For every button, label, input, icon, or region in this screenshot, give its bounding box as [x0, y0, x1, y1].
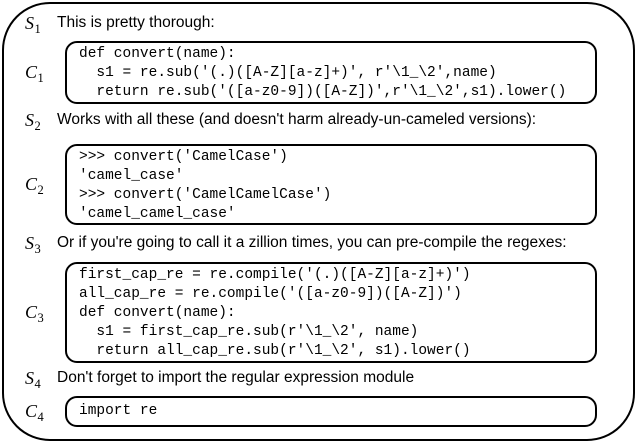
code-3-text: first_cap_re = re.compile('(.)([A-Z][a-z…	[79, 267, 471, 359]
statement-2-label-subscript: 2	[34, 119, 41, 133]
code-4-label: C4	[25, 401, 44, 424]
statement-3-label-subscript: 3	[34, 242, 41, 256]
code-3-label: C3	[25, 302, 44, 325]
code-4-block: import re	[65, 396, 597, 427]
statement-2-text: Works with all these (and doesn't harm a…	[57, 111, 537, 128]
statement-4-label-letter: S	[25, 368, 34, 388]
statement-2-label: S2	[25, 110, 41, 133]
code-1-block: def convert(name): s1 = re.sub('(.)([A-Z…	[65, 41, 597, 104]
statement-1-label: S1	[25, 13, 41, 36]
code-2-label-letter: C	[25, 174, 38, 194]
code-1-label-letter: C	[25, 62, 38, 82]
statement-1-label-subscript: 1	[34, 22, 41, 36]
statement-4-label: S4	[25, 368, 41, 391]
code-4-text: import re	[79, 403, 158, 419]
code-2-label-subscript: 2	[37, 183, 44, 197]
statement-4-text: Don't forget to import the regular expre…	[57, 369, 415, 386]
code-2-text: >>> convert('CamelCase') 'camel_case' >>…	[79, 149, 332, 222]
code-1-text: def convert(name): s1 = re.sub('(.)([A-Z…	[79, 46, 567, 100]
code-3-block: first_cap_re = re.compile('(.)([A-Z][a-z…	[65, 262, 597, 363]
code-4-label-letter: C	[25, 401, 38, 421]
code-4-label-subscript: 4	[37, 410, 44, 424]
code-1-label: C1	[25, 62, 44, 85]
statement-3-label: S3	[25, 233, 41, 256]
code-3-label-letter: C	[25, 302, 38, 322]
statement-3-text: Or if you're going to call it a zillion …	[57, 234, 567, 251]
code-3-label-subscript: 3	[37, 311, 44, 325]
statement-3-label-letter: S	[25, 233, 34, 253]
code-2-block: >>> convert('CamelCase') 'camel_case' >>…	[65, 144, 597, 225]
statement-1-label-letter: S	[25, 13, 34, 33]
code-1-label-subscript: 1	[37, 71, 44, 85]
statement-4-label-subscript: 4	[34, 377, 41, 391]
statement-1-text: This is pretty thorough:	[57, 14, 215, 31]
statement-2-label-letter: S	[25, 110, 34, 130]
code-2-label: C2	[25, 174, 44, 197]
